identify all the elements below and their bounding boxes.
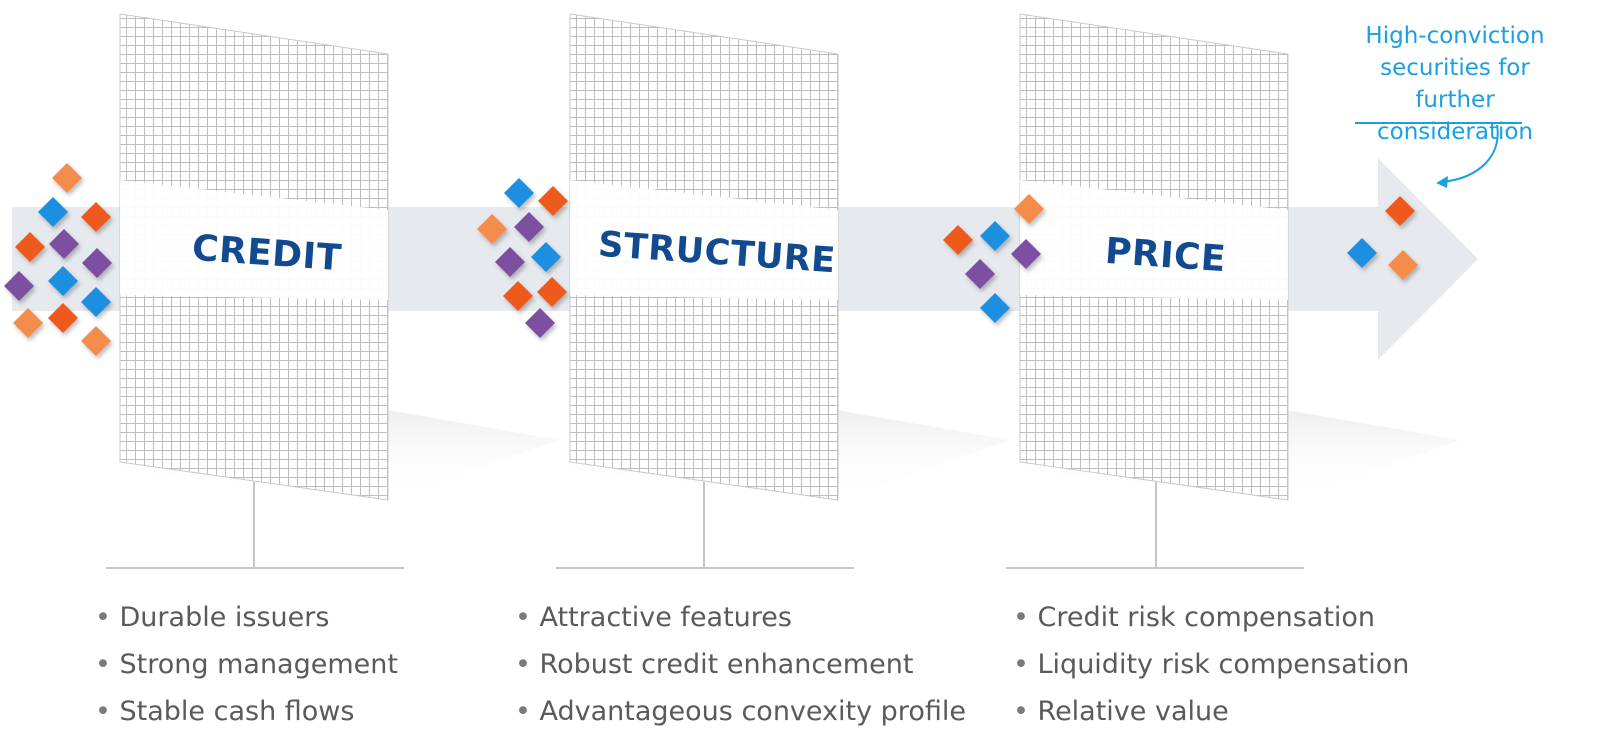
structure-screen bbox=[556, 13, 1010, 569]
security-diamond-icon bbox=[943, 225, 973, 255]
security-diamond-icon bbox=[81, 326, 111, 356]
security-diamond-icon bbox=[495, 247, 525, 277]
security-diamond-icon bbox=[81, 202, 111, 232]
security-diamond-icon bbox=[1385, 196, 1415, 226]
credit-criterion: Strong management bbox=[95, 641, 398, 688]
security-diamond-icon bbox=[4, 271, 34, 301]
credit-criterion: Durable issuers bbox=[95, 594, 398, 641]
structure-criterion: Advantageous convexity profile bbox=[515, 688, 966, 735]
price-criterion: Credit risk compensation bbox=[1013, 594, 1409, 641]
structure-criterion: Attractive features bbox=[515, 594, 966, 641]
security-diamond-icon bbox=[49, 229, 79, 259]
structure-screen-band bbox=[570, 180, 838, 300]
security-diamond-icon bbox=[504, 178, 534, 208]
security-diamond-icon bbox=[537, 277, 567, 307]
security-diamond-icon bbox=[503, 281, 533, 311]
security-diamond-icon bbox=[965, 259, 995, 289]
credit-screen-band bbox=[120, 180, 388, 300]
callout-text: High-conviction securities for further c… bbox=[1365, 23, 1545, 145]
structure-criteria-list: Attractive features Robust credit enhanc… bbox=[515, 594, 966, 735]
security-diamond-icon bbox=[1011, 239, 1041, 269]
security-diamond-icon bbox=[48, 303, 78, 333]
security-diamond-icon bbox=[531, 242, 561, 272]
security-diamond-icon bbox=[13, 308, 43, 338]
security-diamond-icon bbox=[82, 248, 112, 278]
credit-criterion: Stable cash flows bbox=[95, 688, 398, 735]
credit-criteria-list: Durable issuers Strong management Stable… bbox=[95, 594, 398, 735]
security-diamond-icon bbox=[477, 214, 507, 244]
security-diamond-icon bbox=[1388, 250, 1418, 280]
price-screen bbox=[1006, 13, 1460, 569]
price-criterion: Relative value bbox=[1013, 688, 1409, 735]
security-diamond-icon bbox=[980, 293, 1010, 323]
credit-screen bbox=[106, 13, 560, 569]
security-diamond-icon bbox=[1014, 194, 1044, 224]
price-criterion: Liquidity risk compensation bbox=[1013, 641, 1410, 688]
security-diamond-icon bbox=[52, 163, 82, 193]
securities-layer bbox=[4, 163, 1418, 356]
security-diamond-icon bbox=[538, 186, 568, 216]
security-diamond-icon bbox=[81, 287, 111, 317]
security-diamond-icon bbox=[514, 212, 544, 242]
price-label: PRICE bbox=[1103, 230, 1228, 281]
security-diamond-icon bbox=[1347, 238, 1377, 268]
security-diamond-icon bbox=[48, 266, 78, 296]
price-screen-band bbox=[1020, 180, 1288, 300]
security-diamond-icon bbox=[525, 308, 555, 338]
security-diamond-icon bbox=[38, 197, 68, 227]
security-diamond-icon bbox=[15, 232, 45, 262]
security-diamond-icon bbox=[980, 221, 1010, 251]
callout-arrow bbox=[1441, 124, 1499, 183]
structure-criterion: Robust credit enhancement bbox=[515, 641, 966, 688]
callout-arrowhead-icon bbox=[1436, 176, 1448, 188]
price-criteria-list: Credit risk compensation Liquidity risk … bbox=[1013, 594, 1410, 735]
